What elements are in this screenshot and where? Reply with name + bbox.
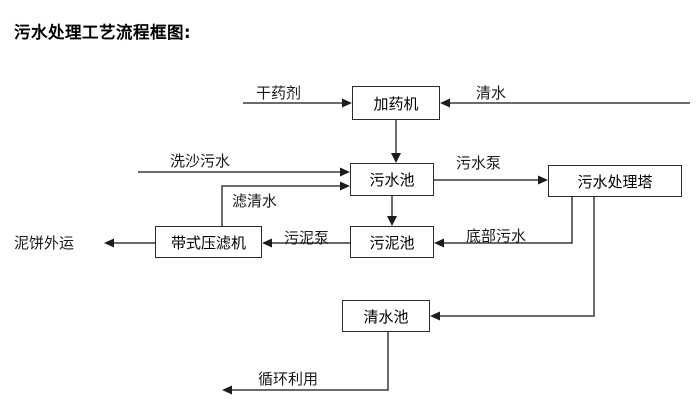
connector-clear-water-recycle xyxy=(222,332,389,395)
edge-label-sewage-pump: 污水泵 xyxy=(456,154,502,172)
node-wastewater-pool[interactable]: 污水池 xyxy=(350,163,434,196)
connector-sand-wash-to-wastewater-pool xyxy=(138,167,350,177)
node-belt-press[interactable]: 带式压滤机 xyxy=(155,226,262,258)
connector-wastewater-pool-to-sludge-pool xyxy=(387,196,397,226)
page-title: 污水处理工艺流程框图: xyxy=(14,23,192,42)
connector-dosing-to-wastewater-pool xyxy=(391,120,401,163)
node-label: 清水池 xyxy=(363,307,409,326)
edge-label-mud-cake-out: 泥饼外运 xyxy=(14,234,75,252)
node-treatment-tower[interactable]: 污水处理塔 xyxy=(548,165,682,197)
connector-wastewater-pool-to-tower xyxy=(434,175,548,185)
node-dosing-machine[interactable]: 加药机 xyxy=(352,86,440,120)
connector-sludge-pool-to-belt-press xyxy=(262,238,350,248)
edge-label-filtrate-water: 滤清水 xyxy=(232,192,278,210)
node-label: 污水处理塔 xyxy=(577,172,653,191)
node-label: 带式压滤机 xyxy=(170,233,246,252)
connector-belt-press-to-mud-cake xyxy=(104,238,155,248)
connector-clean-water-to-dosing xyxy=(440,98,690,108)
node-clear-water-pool[interactable]: 清水池 xyxy=(342,300,430,332)
connector-tower-to-clear-water-pool xyxy=(430,197,595,321)
node-sludge-pool[interactable]: 污泥池 xyxy=(350,226,434,258)
node-label: 加药机 xyxy=(373,94,419,113)
edge-label-sludge-pump: 污泥泵 xyxy=(284,229,330,247)
connector-filtrate-to-wastewater-pool xyxy=(221,181,350,226)
edge-label-recycle-reuse: 循环利用 xyxy=(258,370,319,388)
edge-label-sand-wash-water: 洗沙污水 xyxy=(170,152,231,170)
connector-bottom-sewage-to-sludge-pool xyxy=(434,197,573,248)
edge-label-bottom-sewage: 底部污水 xyxy=(466,227,527,245)
edge-label-clean-water: 清水 xyxy=(476,84,507,102)
node-label: 污水池 xyxy=(369,171,415,189)
edge-label-dry-chemical: 干药剂 xyxy=(256,84,302,102)
connector-dry-chemical-to-dosing xyxy=(243,98,352,108)
node-label: 污泥池 xyxy=(369,233,415,252)
